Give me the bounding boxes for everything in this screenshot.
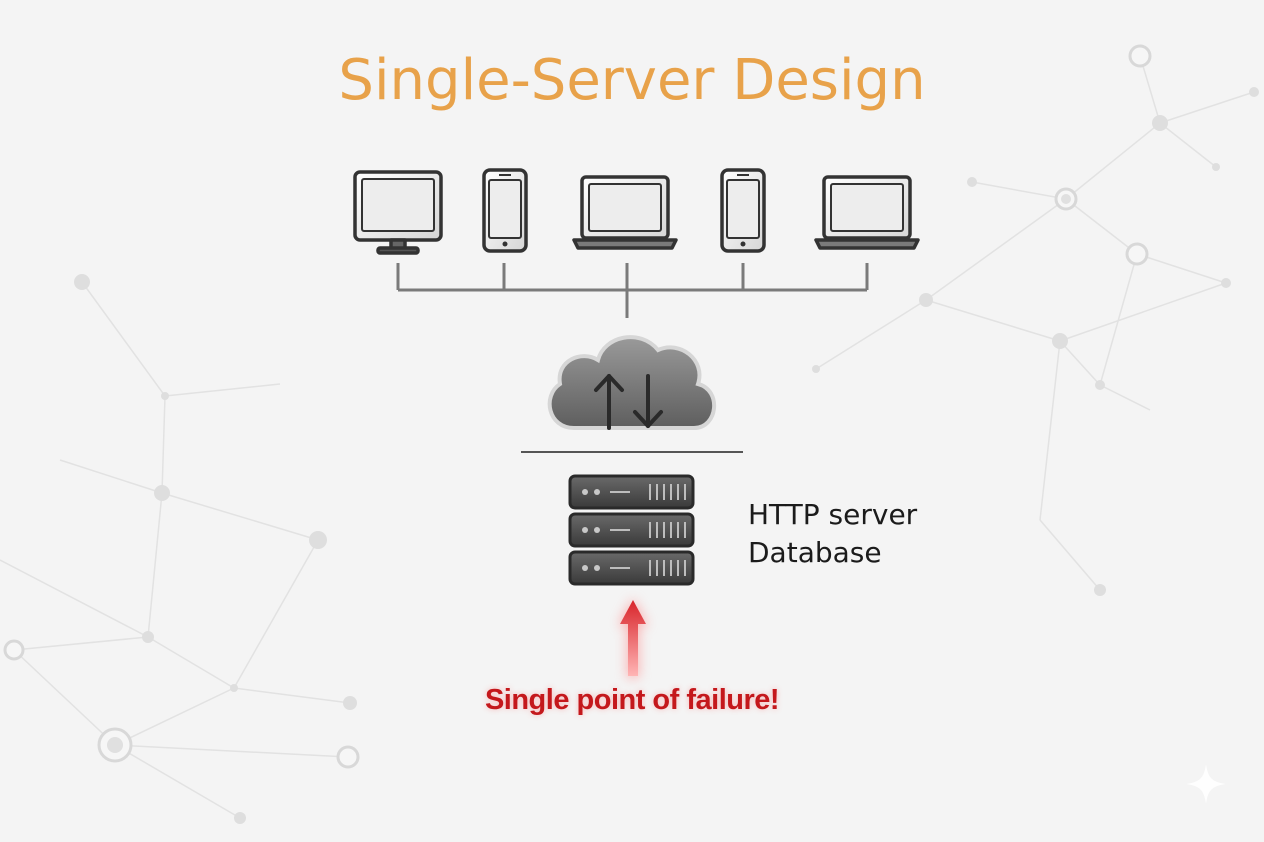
sparkle-icon <box>1186 764 1226 804</box>
desktop-monitor-icon <box>353 170 443 255</box>
server-label-database: Database <box>748 536 882 569</box>
smartphone-icon <box>482 168 528 253</box>
smartphone-icon <box>720 168 766 253</box>
laptop-icon <box>572 175 678 250</box>
server-label-http: HTTP server <box>748 498 918 531</box>
connector-lines <box>396 263 869 318</box>
single-point-of-failure-label: Single point of failure! <box>484 684 780 716</box>
server-role-labels: HTTP server Database <box>748 496 917 572</box>
diagram-title: Single-Server Design <box>338 48 926 113</box>
laptop-icon <box>814 175 920 250</box>
cloud-upload-download-icon <box>547 335 716 430</box>
red-arrow-up-icon <box>618 598 648 678</box>
server-rack-icon <box>568 474 695 586</box>
